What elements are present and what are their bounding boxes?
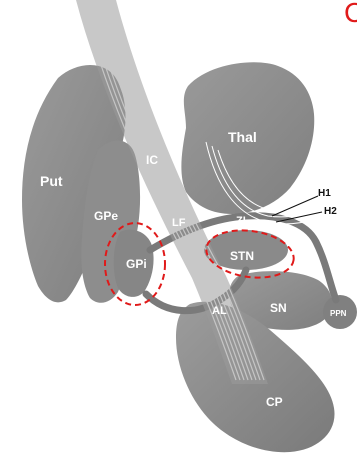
label-ff: FF [287, 237, 301, 249]
label-stn: STN [230, 249, 254, 263]
label-h2: H2 [324, 206, 337, 217]
label-ic: IC [146, 153, 158, 167]
label-ppn: PPN [330, 309, 347, 318]
label-gpi: GPi [126, 257, 147, 271]
label-al: AL [212, 305, 227, 317]
label-cp: CP [266, 395, 283, 409]
label-put: Put [40, 173, 63, 189]
label-gpe: GPe [94, 209, 118, 223]
label-lf: LF [172, 217, 186, 229]
label-thal: Thal [228, 129, 257, 145]
corner-mark: C [344, 0, 357, 28]
label-zi: ZI [236, 215, 246, 227]
label-h1: H1 [318, 188, 331, 199]
label-sn: SN [270, 301, 287, 315]
